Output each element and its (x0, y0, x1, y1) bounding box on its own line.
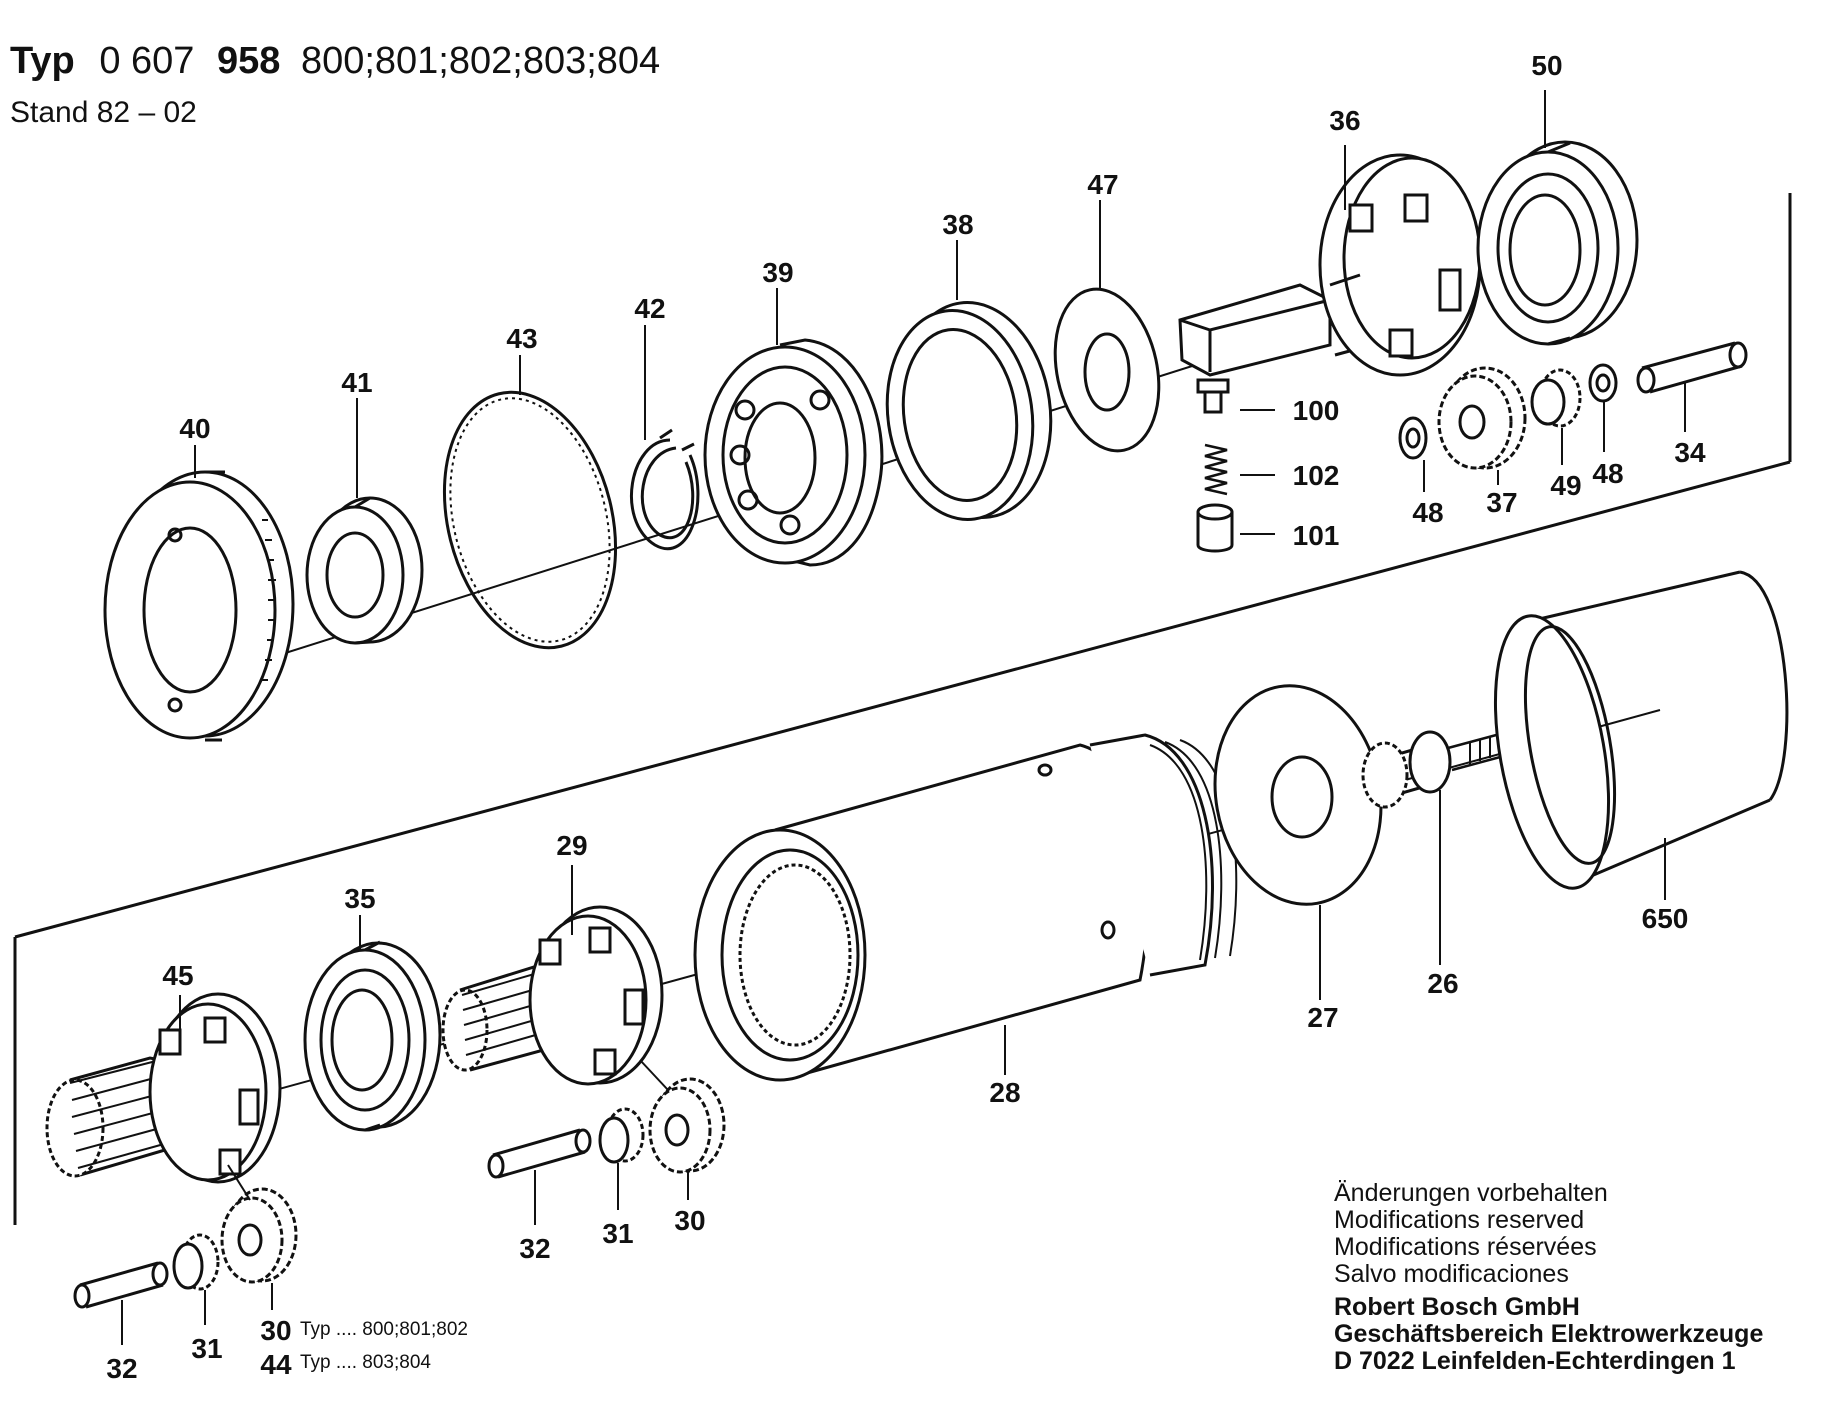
label-40: 40 (179, 413, 210, 444)
stand-value: 82 – 02 (96, 96, 197, 129)
label-32-left: 32 (106, 1353, 137, 1384)
part-47-thrust-washer (1053, 287, 1161, 453)
part-48-washer-left (1398, 416, 1428, 492)
part-27-thrust-washer (1213, 684, 1383, 906)
label-45: 45 (162, 960, 193, 991)
type-variants: 800;801;802;803;804 (300, 40, 661, 82)
label-41: 41 (341, 367, 372, 398)
label-31-left: 31 (191, 1333, 222, 1364)
part-30-planet-gear-middle (648, 1077, 726, 1200)
label-50: 50 (1531, 50, 1562, 81)
label-35: 35 (344, 883, 375, 914)
header: Typ 0 607 958 800;801;802;803;804 Stand … (10, 38, 660, 130)
part-32-pin-middle (487, 1128, 592, 1225)
company-address: D 7022 Leinfelden-Echterdingen 1 (1334, 1347, 1736, 1375)
label-31-middle: 31 (602, 1218, 633, 1249)
stand-line: Stand 82 – 02 (10, 96, 660, 130)
part-31-needle-cage-left (172, 1233, 220, 1325)
label-39: 39 (762, 257, 793, 288)
part-49-needle-cage (1530, 368, 1582, 465)
type-title: Typ 0 607 958 800;801;802;803;804 (10, 38, 660, 84)
part-38-spacer-ring (885, 301, 1053, 521)
label-32-middle: 32 (519, 1233, 550, 1264)
part-35-bearing (303, 940, 442, 1132)
label-37: 37 (1486, 487, 1517, 518)
note-en: Modifications reserved (1334, 1206, 1585, 1234)
label-38: 38 (942, 209, 973, 240)
typ-note-44: Typ .... 803;804 (300, 1352, 431, 1373)
part-28-gear-housing (693, 733, 1238, 1082)
note-fr: Modifications réservées (1334, 1233, 1597, 1261)
label-100: 100 (1293, 395, 1340, 426)
leader-lines (179, 90, 1666, 1075)
part-102-spring (1204, 443, 1275, 496)
part-41-shaft-seal (305, 496, 424, 645)
stand-label: Stand (10, 96, 89, 129)
type-prefix: 0 607 (99, 40, 195, 82)
typ-label: Typ (10, 40, 75, 82)
part-40-ring-nut (103, 470, 295, 742)
typ-notes: Typ .... 800;801;802 Typ .... 803;804 (300, 1319, 468, 1373)
note-de: Änderungen vorbehalten (1334, 1179, 1608, 1207)
label-102: 102 (1293, 460, 1340, 491)
label-36: 36 (1329, 105, 1360, 136)
part-34-planet-pin (1636, 341, 1748, 432)
type-number: 958 (216, 40, 281, 82)
label-29: 29 (556, 830, 587, 861)
part-30-planet-gear-left (220, 1187, 298, 1310)
part-43-o-ring (442, 390, 618, 650)
part-36-planet-carrier (1178, 153, 1482, 377)
part-39-ball-bearing (703, 338, 884, 567)
part-650-sleeve (1493, 570, 1789, 890)
company-division: Geschäftsbereich Elektrowerkzeuge (1334, 1320, 1764, 1348)
footer: Änderungen vorbehalten Modifications res… (1334, 1180, 1763, 1375)
modification-notes: Änderungen vorbehalten Modifications res… (1334, 1180, 1763, 1288)
lower-panel-frame (13, 460, 1791, 1225)
label-48b: 48 (1592, 458, 1623, 489)
leader-29-to-30 (639, 1059, 669, 1091)
label-30-left: 30 (260, 1315, 291, 1346)
part-42-circlip (630, 428, 700, 551)
label-48a: 48 (1412, 497, 1443, 528)
label-44-left: 44 (260, 1349, 292, 1380)
part-29-planet-carrier (441, 905, 664, 1086)
part-48-washer-right (1588, 363, 1618, 452)
label-27: 27 (1307, 1002, 1338, 1033)
label-30-middle: 30 (674, 1205, 705, 1236)
label-34: 34 (1674, 437, 1706, 468)
company-name: Robert Bosch GmbH (1334, 1293, 1580, 1321)
part-50-bearing (1476, 140, 1639, 346)
label-650: 650 (1642, 903, 1689, 934)
label-26: 26 (1427, 968, 1458, 999)
note-es: Salvo modificaciones (1334, 1260, 1569, 1288)
leader-45-to-30 (227, 1164, 251, 1201)
part-31-needle-cage-middle (598, 1107, 645, 1210)
label-42: 42 (634, 293, 665, 324)
part-101-sleeve (1196, 503, 1275, 553)
part-45-planet-carrier (45, 992, 282, 1184)
part-labels: 40 41 43 42 39 38 47 36 50 100 102 101 4… (106, 50, 1706, 1384)
label-49: 49 (1550, 470, 1581, 501)
label-101: 101 (1293, 520, 1340, 551)
label-43: 43 (506, 323, 537, 354)
part-26-pinion-shaft (1361, 730, 1505, 809)
typ-note-30: Typ .... 800;801;802 (300, 1319, 468, 1340)
part-100-detent-pin (1196, 378, 1275, 414)
label-47: 47 (1087, 169, 1118, 200)
company-block: Robert Bosch GmbH Geschäftsbereich Elekt… (1334, 1294, 1763, 1375)
part-32-pin-left (73, 1261, 169, 1345)
label-28: 28 (989, 1077, 1020, 1108)
part-37-planet-gear (1437, 366, 1527, 485)
